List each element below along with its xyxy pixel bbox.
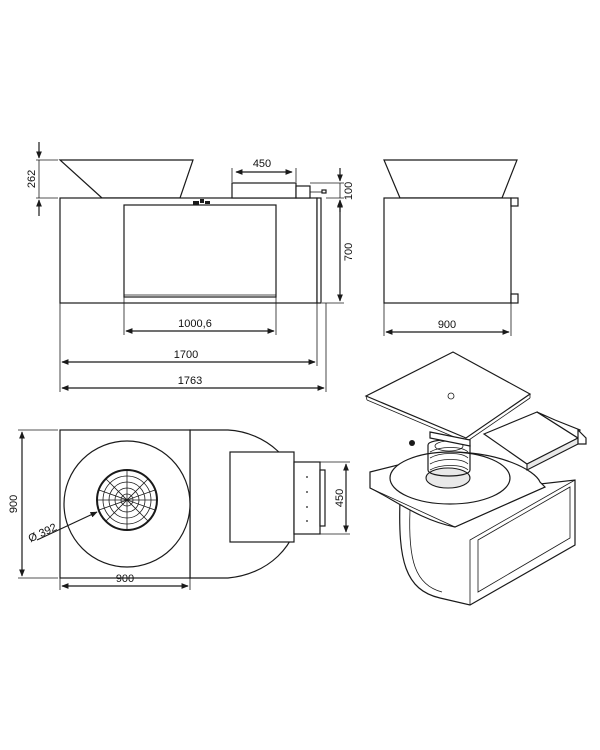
front-side-bracket [316, 197, 322, 304]
dim-drawer-width: 450 [253, 158, 271, 170]
front-lock-detail [193, 199, 210, 205]
front-drawer-front [295, 185, 311, 199]
side-handle-bottom [510, 293, 519, 304]
front-view: 262 450 100 700 1000,6 1700 1763 [26, 142, 355, 392]
side-body [383, 197, 512, 304]
dim-grate-diameter: Ø 392 [27, 522, 59, 546]
dim-top-depth: 900 [8, 495, 20, 513]
side-handle-top [510, 197, 519, 207]
dim-top-width: 900 [116, 573, 134, 585]
front-bowl [58, 159, 194, 199]
iso-fire-pit [425, 467, 471, 489]
top-grate [96, 469, 158, 531]
side-bowl [383, 159, 518, 199]
iso-drawer-pull [577, 428, 587, 445]
dim-opening-width: 1000,6 [178, 318, 212, 330]
side-view: 900 [383, 159, 519, 336]
top-side-table [229, 451, 295, 543]
top-drawer-rail [319, 469, 326, 527]
dim-side-width: 900 [438, 319, 456, 331]
iso-knob [409, 440, 415, 446]
top-drawer-frame [293, 461, 321, 535]
front-drawer [231, 182, 297, 199]
dim-drawer-height: 100 [343, 182, 355, 200]
top-view: Ø 392 900 900 450 [8, 429, 350, 590]
dim-top-drawer-width: 450 [334, 489, 346, 507]
dim-body-height: 700 [343, 243, 355, 261]
dim-overall-width: 1763 [178, 375, 202, 387]
front-opening [123, 204, 277, 298]
dim-bowl-height: 262 [26, 170, 38, 188]
dim-body-width: 1700 [174, 349, 198, 361]
isometric-view [364, 351, 587, 606]
